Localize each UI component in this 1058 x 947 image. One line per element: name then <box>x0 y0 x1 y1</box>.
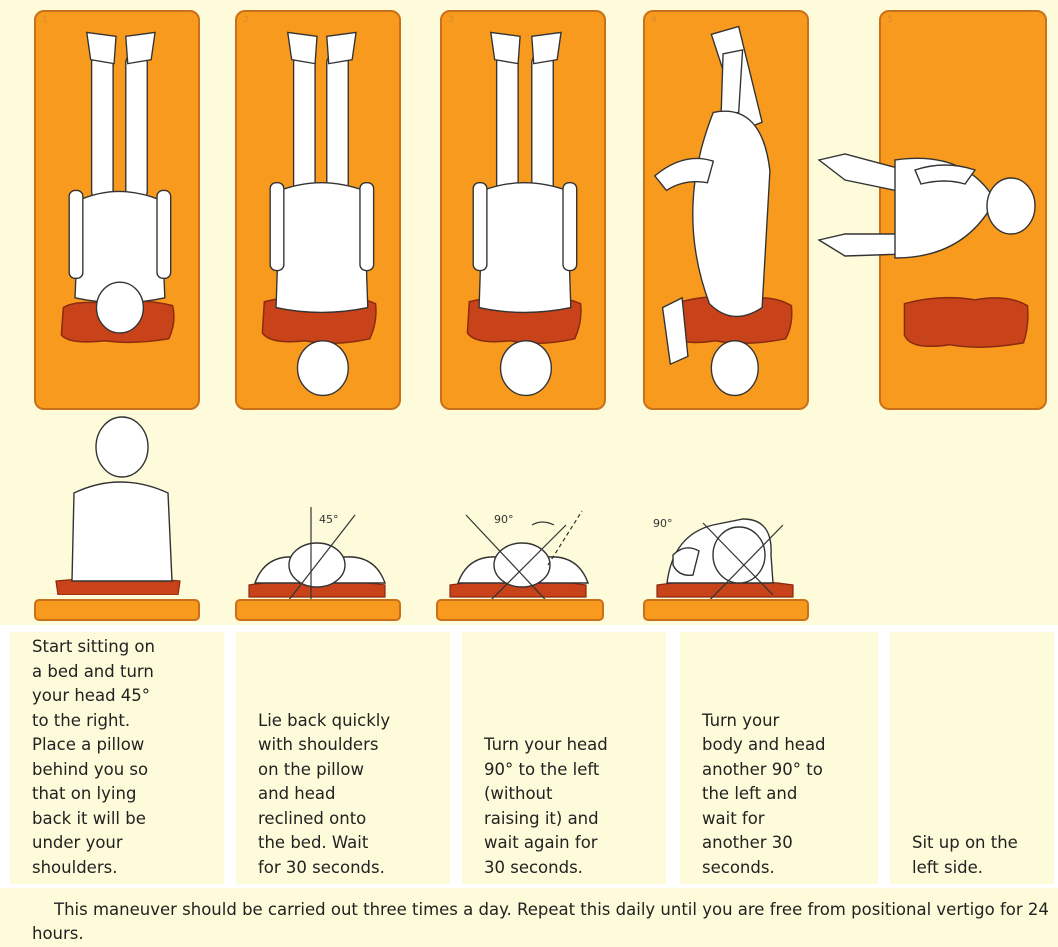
angle-label-45: 45° <box>319 513 339 526</box>
supine-person-figure <box>442 12 604 408</box>
angle-label-90: 90° <box>494 513 514 526</box>
bed <box>643 599 809 621</box>
lying-head-diagram: 45° <box>235 415 401 605</box>
step-5-caption: Sit up on the left side. <box>912 831 1050 880</box>
step-3-caption: Turn your head 90° to the left (without … <box>484 733 662 880</box>
supine-person-figure <box>237 12 399 408</box>
sitting-person-figure <box>34 415 200 595</box>
bed <box>436 599 604 621</box>
step-2-side-view: 45° <box>235 415 401 625</box>
angle-label-90: 90° <box>653 517 673 530</box>
footer-note: This maneuver should be carried out thre… <box>0 888 1058 947</box>
lying-head-diagram: 90° <box>436 415 604 605</box>
step-1-top-view: 1 <box>34 10 200 410</box>
step-4-caption: Turn your body and head another 90° to t… <box>702 709 874 881</box>
step-1-caption: Start sitting on a bed and turn your hea… <box>32 635 220 880</box>
step-2-caption: Lie back quickly with shoulders on the p… <box>258 709 446 881</box>
step-4-top-view: 4 <box>643 10 809 410</box>
bed <box>235 599 401 621</box>
step-1-instructions: Start sitting on a bed and turn your hea… <box>10 632 224 884</box>
footer-text: This maneuver should be carried out thre… <box>32 898 1052 946</box>
supine-person-figure <box>36 12 198 408</box>
step-2-top-view: 2 <box>235 10 401 410</box>
step-1-side-view <box>34 415 200 625</box>
side-lying-person-figure <box>645 12 807 408</box>
step-2-instructions: Lie back quickly with shoulders on the p… <box>236 632 450 884</box>
step-3-top-view: 3 <box>440 10 606 410</box>
turned-body-diagram: 90° <box>643 415 809 605</box>
step-3-instructions: Turn your head 90° to the left (without … <box>462 632 666 884</box>
illustration-area: 1 2 <box>0 0 1058 625</box>
bed <box>34 599 200 621</box>
step-5-instructions: Sit up on the left side. <box>890 632 1054 884</box>
step-3-side-view: 90° <box>436 415 604 625</box>
person-sitting-up-figure <box>815 140 1040 275</box>
step-4-side-view: 90° <box>643 415 809 625</box>
step-4-instructions: Turn your body and head another 90° to t… <box>680 632 878 884</box>
